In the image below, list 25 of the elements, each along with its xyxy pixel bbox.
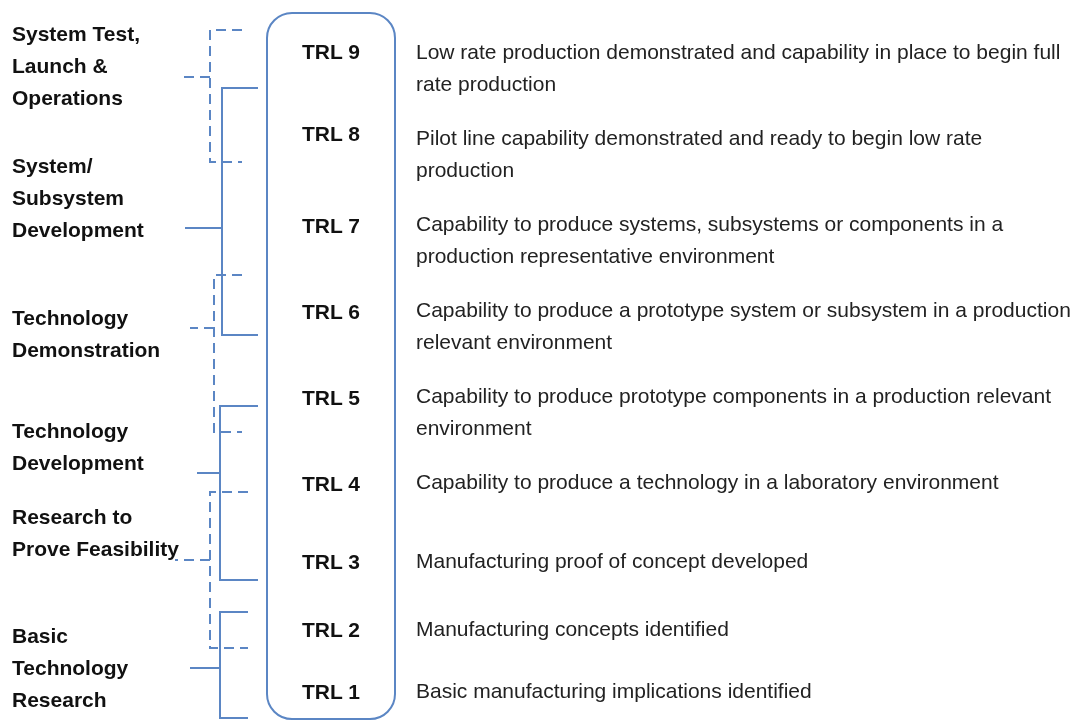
phase-label: System/ Subsystem Development — [12, 153, 145, 243]
level-description: Capability to produce systems, subsystems or components in a production representative environment — [416, 211, 1005, 269]
level-description: Capability to produce a technology in a laboratory environment — [416, 469, 1000, 495]
phase-label: Basic Technology Research — [12, 623, 130, 713]
level-label: TRL 6 — [302, 300, 360, 324]
level-label: TRL 4 — [302, 472, 360, 496]
phase-label: System Test, Launch & Operations — [12, 21, 141, 111]
level-description: Capability to produce a prototype system or subsystem in a production relevant environment — [416, 297, 1072, 355]
level-description: Capability to produce prototype components in a production relevant environment — [416, 383, 1053, 441]
phase-label: Research to Prove Feasibility — [12, 504, 180, 562]
level-label: TRL 9 — [302, 40, 360, 64]
level-label: TRL 1 — [302, 680, 360, 704]
level-description: Manufacturing proof of concept developed — [416, 548, 810, 574]
level-description: Basic manufacturing implications identified — [416, 678, 813, 704]
level-label: TRL 8 — [302, 122, 360, 146]
level-description: Low rate production demonstrated and capability in place to begin full rate production — [416, 39, 1062, 97]
level-description: Manufacturing concepts identified — [416, 616, 730, 642]
level-description: Pilot line capability demonstrated and ready to begin low rate production — [416, 125, 984, 183]
level-label: TRL 2 — [302, 618, 360, 642]
level-label: TRL 7 — [302, 214, 360, 238]
rounded-band — [266, 12, 396, 720]
phase-label: Technology Development — [12, 418, 145, 476]
level-label: TRL 5 — [302, 386, 360, 410]
phase-label: Technology Demonstration — [12, 305, 162, 363]
level-label: TRL 3 — [302, 550, 360, 574]
